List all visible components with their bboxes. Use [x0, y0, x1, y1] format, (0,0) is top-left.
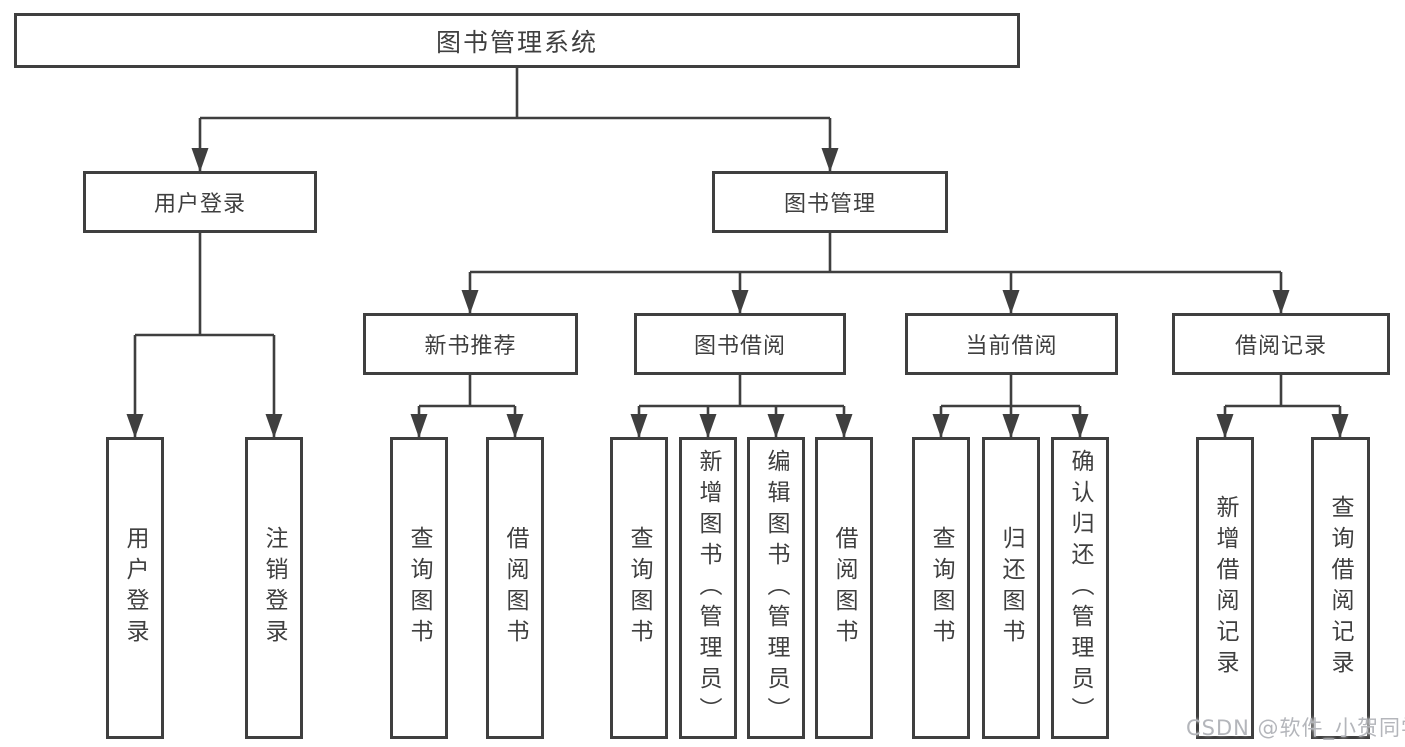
node-root: 图书管理系统: [14, 13, 1020, 68]
node-book-borrow: 图书借阅: [634, 313, 846, 375]
leaf-add-books-admin: 新增图书（管理员）: [679, 437, 737, 739]
leaf-logout: 注销登录: [245, 437, 303, 739]
node-new-book-rec: 新书推荐: [363, 313, 578, 375]
leaf-confirm-return-admin: 确认归还（管理员）: [1051, 437, 1109, 739]
leaf-user-login: 用户登录: [106, 437, 164, 739]
node-book-mgmt: 图书管理: [712, 171, 948, 233]
leaf-borrow-books-1: 借阅图书: [486, 437, 544, 739]
watermark: CSDN @软件_小贺同学: [1186, 716, 1405, 740]
node-current-borrow: 当前借阅: [905, 313, 1118, 375]
leaf-query-borrow-record: 查询借阅记录: [1311, 437, 1370, 739]
leaf-query-books-3: 查询图书: [912, 437, 970, 739]
leaf-borrow-books-2: 借阅图书: [815, 437, 873, 739]
leaf-query-books-2: 查询图书: [610, 437, 668, 739]
leaf-query-books-1: 查询图书: [390, 437, 448, 739]
leaf-return-books: 归还图书: [982, 437, 1040, 739]
node-user-login: 用户登录: [83, 171, 317, 233]
node-borrow-records: 借阅记录: [1172, 313, 1390, 375]
leaf-edit-books-admin: 编辑图书（管理员）: [747, 437, 805, 739]
leaf-add-borrow-record: 新增借阅记录: [1196, 437, 1254, 739]
